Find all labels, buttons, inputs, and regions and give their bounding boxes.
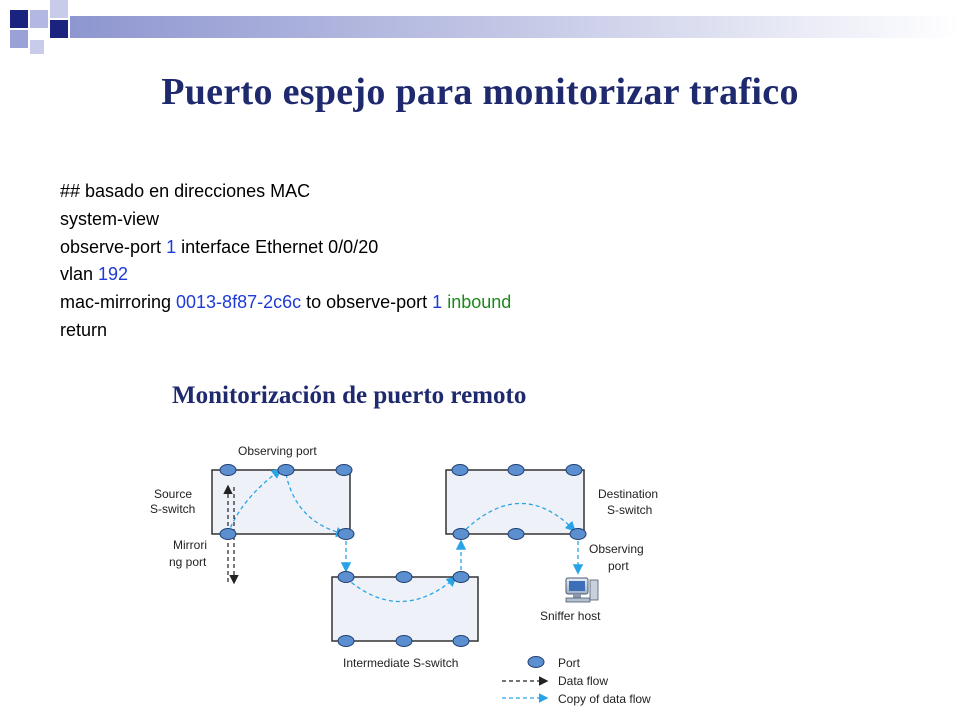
- destination-switch-box: [445, 469, 585, 535]
- port-destination-top-1: [451, 464, 469, 476]
- label-source-switch-2: S-switch: [150, 502, 195, 516]
- port-intermediate-bottom-3: [452, 635, 470, 647]
- label-destination-switch-1: Destination: [598, 487, 658, 501]
- decor-square-navy-2: [50, 20, 68, 38]
- legend: Port Data flow Copy of data flow: [502, 656, 651, 706]
- decor-square-lavender-3: [10, 30, 28, 48]
- section-subtitle: Monitorización de puerto remoto: [172, 382, 527, 409]
- label-intermediate-switch: Intermediate S-switch: [343, 656, 458, 670]
- label-source-switch-1: Source: [154, 487, 192, 501]
- command-block: ## basado en direcciones MAC system-view…: [60, 178, 511, 345]
- intermediate-switch-box: [331, 576, 479, 642]
- decor-square-navy-1: [10, 10, 28, 28]
- copy-flow-source-right: [285, 473, 347, 538]
- copy-flow-source-left: [227, 468, 283, 535]
- code-text: to observe-port: [301, 292, 433, 313]
- label-sniffer-host: Sniffer host: [540, 609, 601, 623]
- port-intermediate-bottom-2: [395, 635, 413, 647]
- label-mirroring-port-1: Mirrori: [173, 538, 207, 552]
- code-text: vlan: [60, 264, 99, 285]
- sniffer-host-icon: [565, 577, 599, 603]
- port-source-top-1: [219, 464, 237, 476]
- legend-data-flow-label: Data flow: [558, 674, 608, 688]
- code-line-system-view: system-view: [60, 208, 160, 229]
- code-value: 1: [432, 292, 443, 313]
- legend-copy-flow-label: Copy of data flow: [558, 692, 651, 706]
- code-value: 0013-8f87-2c6c: [176, 292, 302, 313]
- port-intermediate-top-1: [337, 571, 355, 583]
- port-source-bottom-1: [219, 528, 237, 540]
- port-source-top-3: [335, 464, 353, 476]
- source-switch-box: [211, 469, 351, 535]
- decor-square-lavender-1: [30, 10, 48, 28]
- code-text: observe-port: [60, 236, 167, 257]
- decor-square-lavender-2: [50, 0, 68, 18]
- label-observing-port-top: Observing port: [238, 444, 317, 458]
- legend-port-label: Port: [558, 656, 581, 670]
- decorative-top-bar: [10, 0, 960, 54]
- port-source-bottom-2: [337, 528, 355, 540]
- port-destination-bottom-2: [507, 528, 525, 540]
- legend-port-symbol: [527, 656, 545, 668]
- port-destination-bottom-1: [452, 528, 470, 540]
- code-line-vlan: vlan 192: [60, 261, 511, 289]
- code-value: 192: [98, 264, 129, 285]
- ports: [219, 464, 587, 647]
- copy-flow-destination: [460, 502, 576, 535]
- port-destination-bottom-3: [569, 528, 587, 540]
- label-observing-port-right-1: Observing: [589, 542, 644, 556]
- code-text: interface Ethernet 0/0/20: [176, 236, 379, 257]
- label-mirroring-port-2: ng port: [169, 555, 207, 569]
- port-intermediate-top-3: [452, 571, 470, 583]
- code-line-observe-port: observe-port 1 interface Ethernet 0/0/20: [60, 234, 511, 262]
- port-destination-top-3: [565, 464, 583, 476]
- code-value: 1: [166, 236, 177, 257]
- port-intermediate-bottom-1: [337, 635, 355, 647]
- port-intermediate-top-2: [395, 571, 413, 583]
- port-source-top-2: [277, 464, 295, 476]
- remote-port-mirroring-diagram: Observing port Source S-switch Mirrori n…: [150, 444, 658, 706]
- code-keyword: inbound: [442, 292, 512, 313]
- code-line-mac-mirroring: mac-mirroring 0013-8f87-2c6c to observe-…: [60, 289, 511, 317]
- port-destination-top-2: [507, 464, 525, 476]
- top-gradient-bar: [70, 16, 960, 38]
- code-line-comment: ## basado en direcciones MAC: [60, 181, 311, 201]
- copy-flow-intermediate: [345, 576, 457, 603]
- code-text: mac-mirroring: [60, 292, 177, 313]
- code-line-return: return: [60, 319, 108, 340]
- page-title: Puerto espejo para monitorizar trafico: [161, 71, 799, 113]
- label-observing-port-right-2: port: [608, 559, 629, 573]
- label-destination-switch-2: S-switch: [607, 503, 652, 517]
- decor-square-lavender-4: [30, 40, 44, 54]
